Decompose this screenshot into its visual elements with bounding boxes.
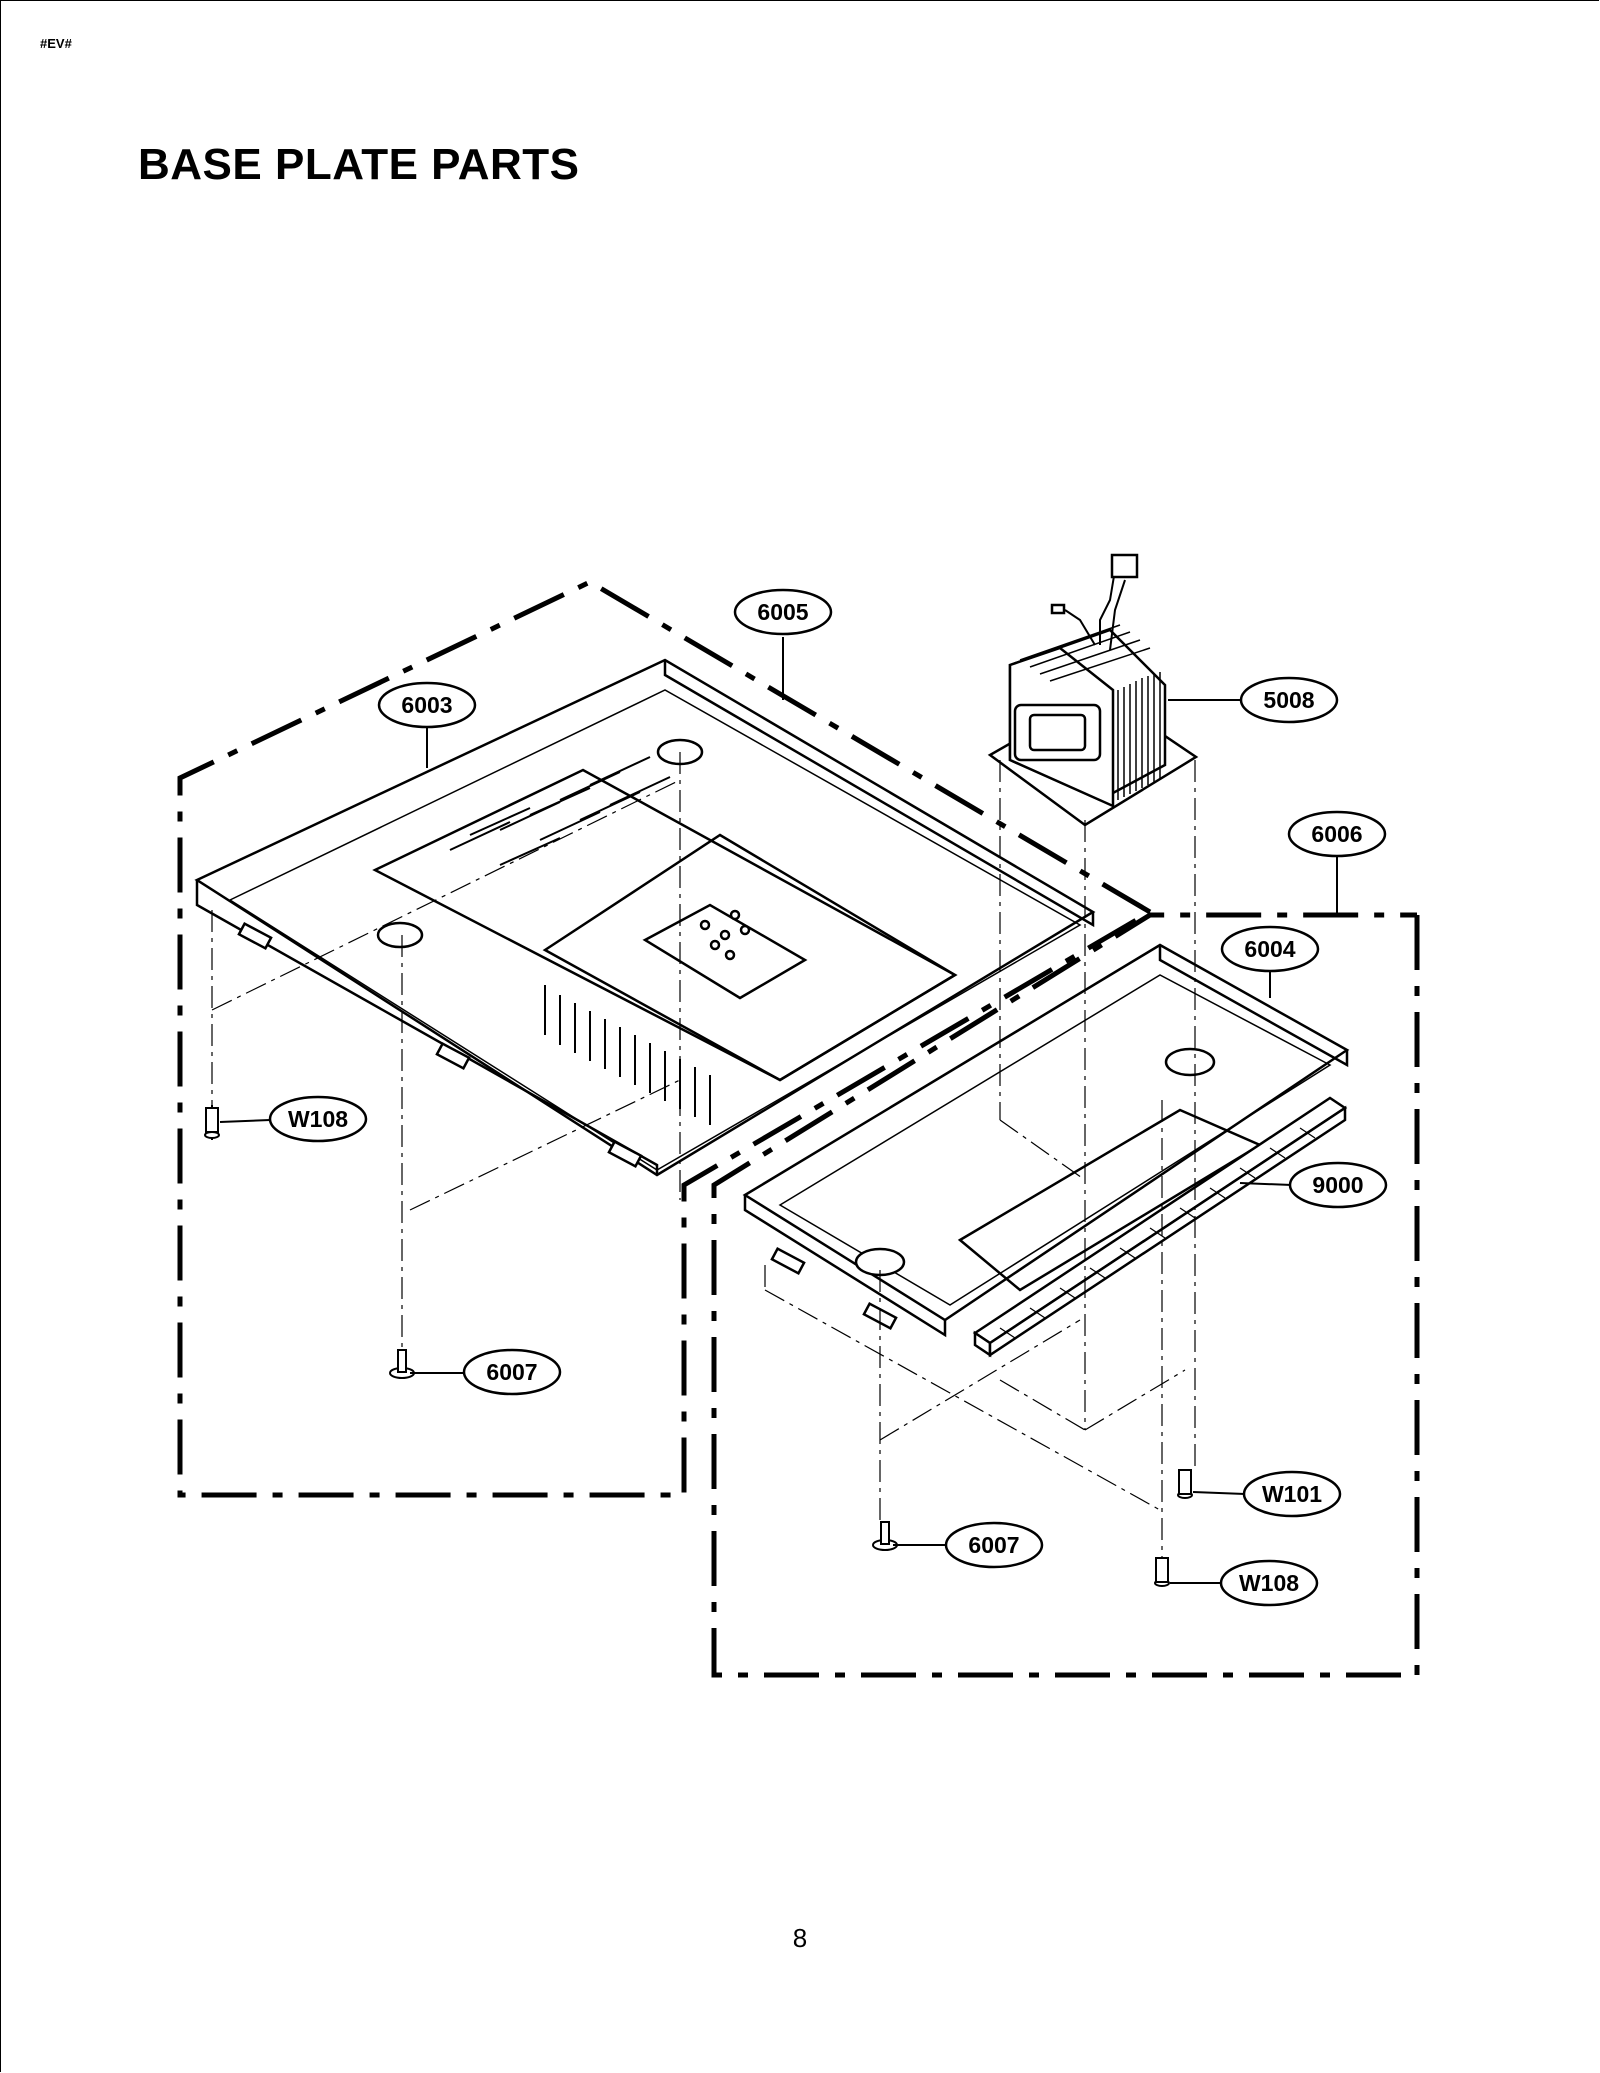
callout-label: 9000 bbox=[1312, 1172, 1363, 1198]
callout-label: W108 bbox=[1239, 1570, 1299, 1596]
callout-label: 6004 bbox=[1244, 936, 1295, 962]
callout-label: W101 bbox=[1262, 1481, 1322, 1507]
page-title: BASE PLATE PARTS bbox=[138, 140, 580, 189]
callout-6004: 6004 bbox=[1220, 925, 1320, 973]
callout-w108-right: W108 bbox=[1219, 1559, 1319, 1607]
callout-label: 5008 bbox=[1263, 687, 1314, 713]
callout-label: 6007 bbox=[486, 1359, 537, 1385]
header-code: #EV# bbox=[40, 36, 72, 51]
callout-label: 6003 bbox=[401, 692, 452, 718]
callout-6007-left: 6007 bbox=[462, 1348, 562, 1396]
callout-9000: 9000 bbox=[1288, 1161, 1388, 1209]
callout-6007-right: 6007 bbox=[944, 1521, 1044, 1569]
callout-6003: 6003 bbox=[377, 681, 477, 729]
group-boundary-left bbox=[177, 579, 1152, 1498]
group-boundary-right bbox=[711, 912, 1420, 1678]
screw-w101 bbox=[1177, 1469, 1193, 1499]
callout-w108-left: W108 bbox=[268, 1095, 368, 1143]
callout-w101: W101 bbox=[1242, 1470, 1342, 1518]
callout-label: 6006 bbox=[1311, 821, 1362, 847]
callout-5008: 5008 bbox=[1239, 676, 1339, 724]
callout-label: 6007 bbox=[968, 1532, 1019, 1558]
assembly-guide-lines bbox=[211, 752, 1196, 1558]
callout-6005: 6005 bbox=[733, 588, 833, 636]
screw-w108-right bbox=[1154, 1557, 1170, 1587]
callout-leaders bbox=[219, 637, 1338, 1584]
callout-label: 6005 bbox=[757, 599, 808, 625]
page-number: 8 bbox=[792, 1923, 808, 1953]
screw-w108-left bbox=[204, 1105, 220, 1140]
callout-6006: 6006 bbox=[1287, 810, 1387, 858]
base-plate-6003 bbox=[194, 658, 1096, 1177]
transformer-5008 bbox=[987, 553, 1199, 827]
callout-label: W108 bbox=[288, 1106, 348, 1132]
filter-strip-9000 bbox=[972, 1096, 1348, 1358]
